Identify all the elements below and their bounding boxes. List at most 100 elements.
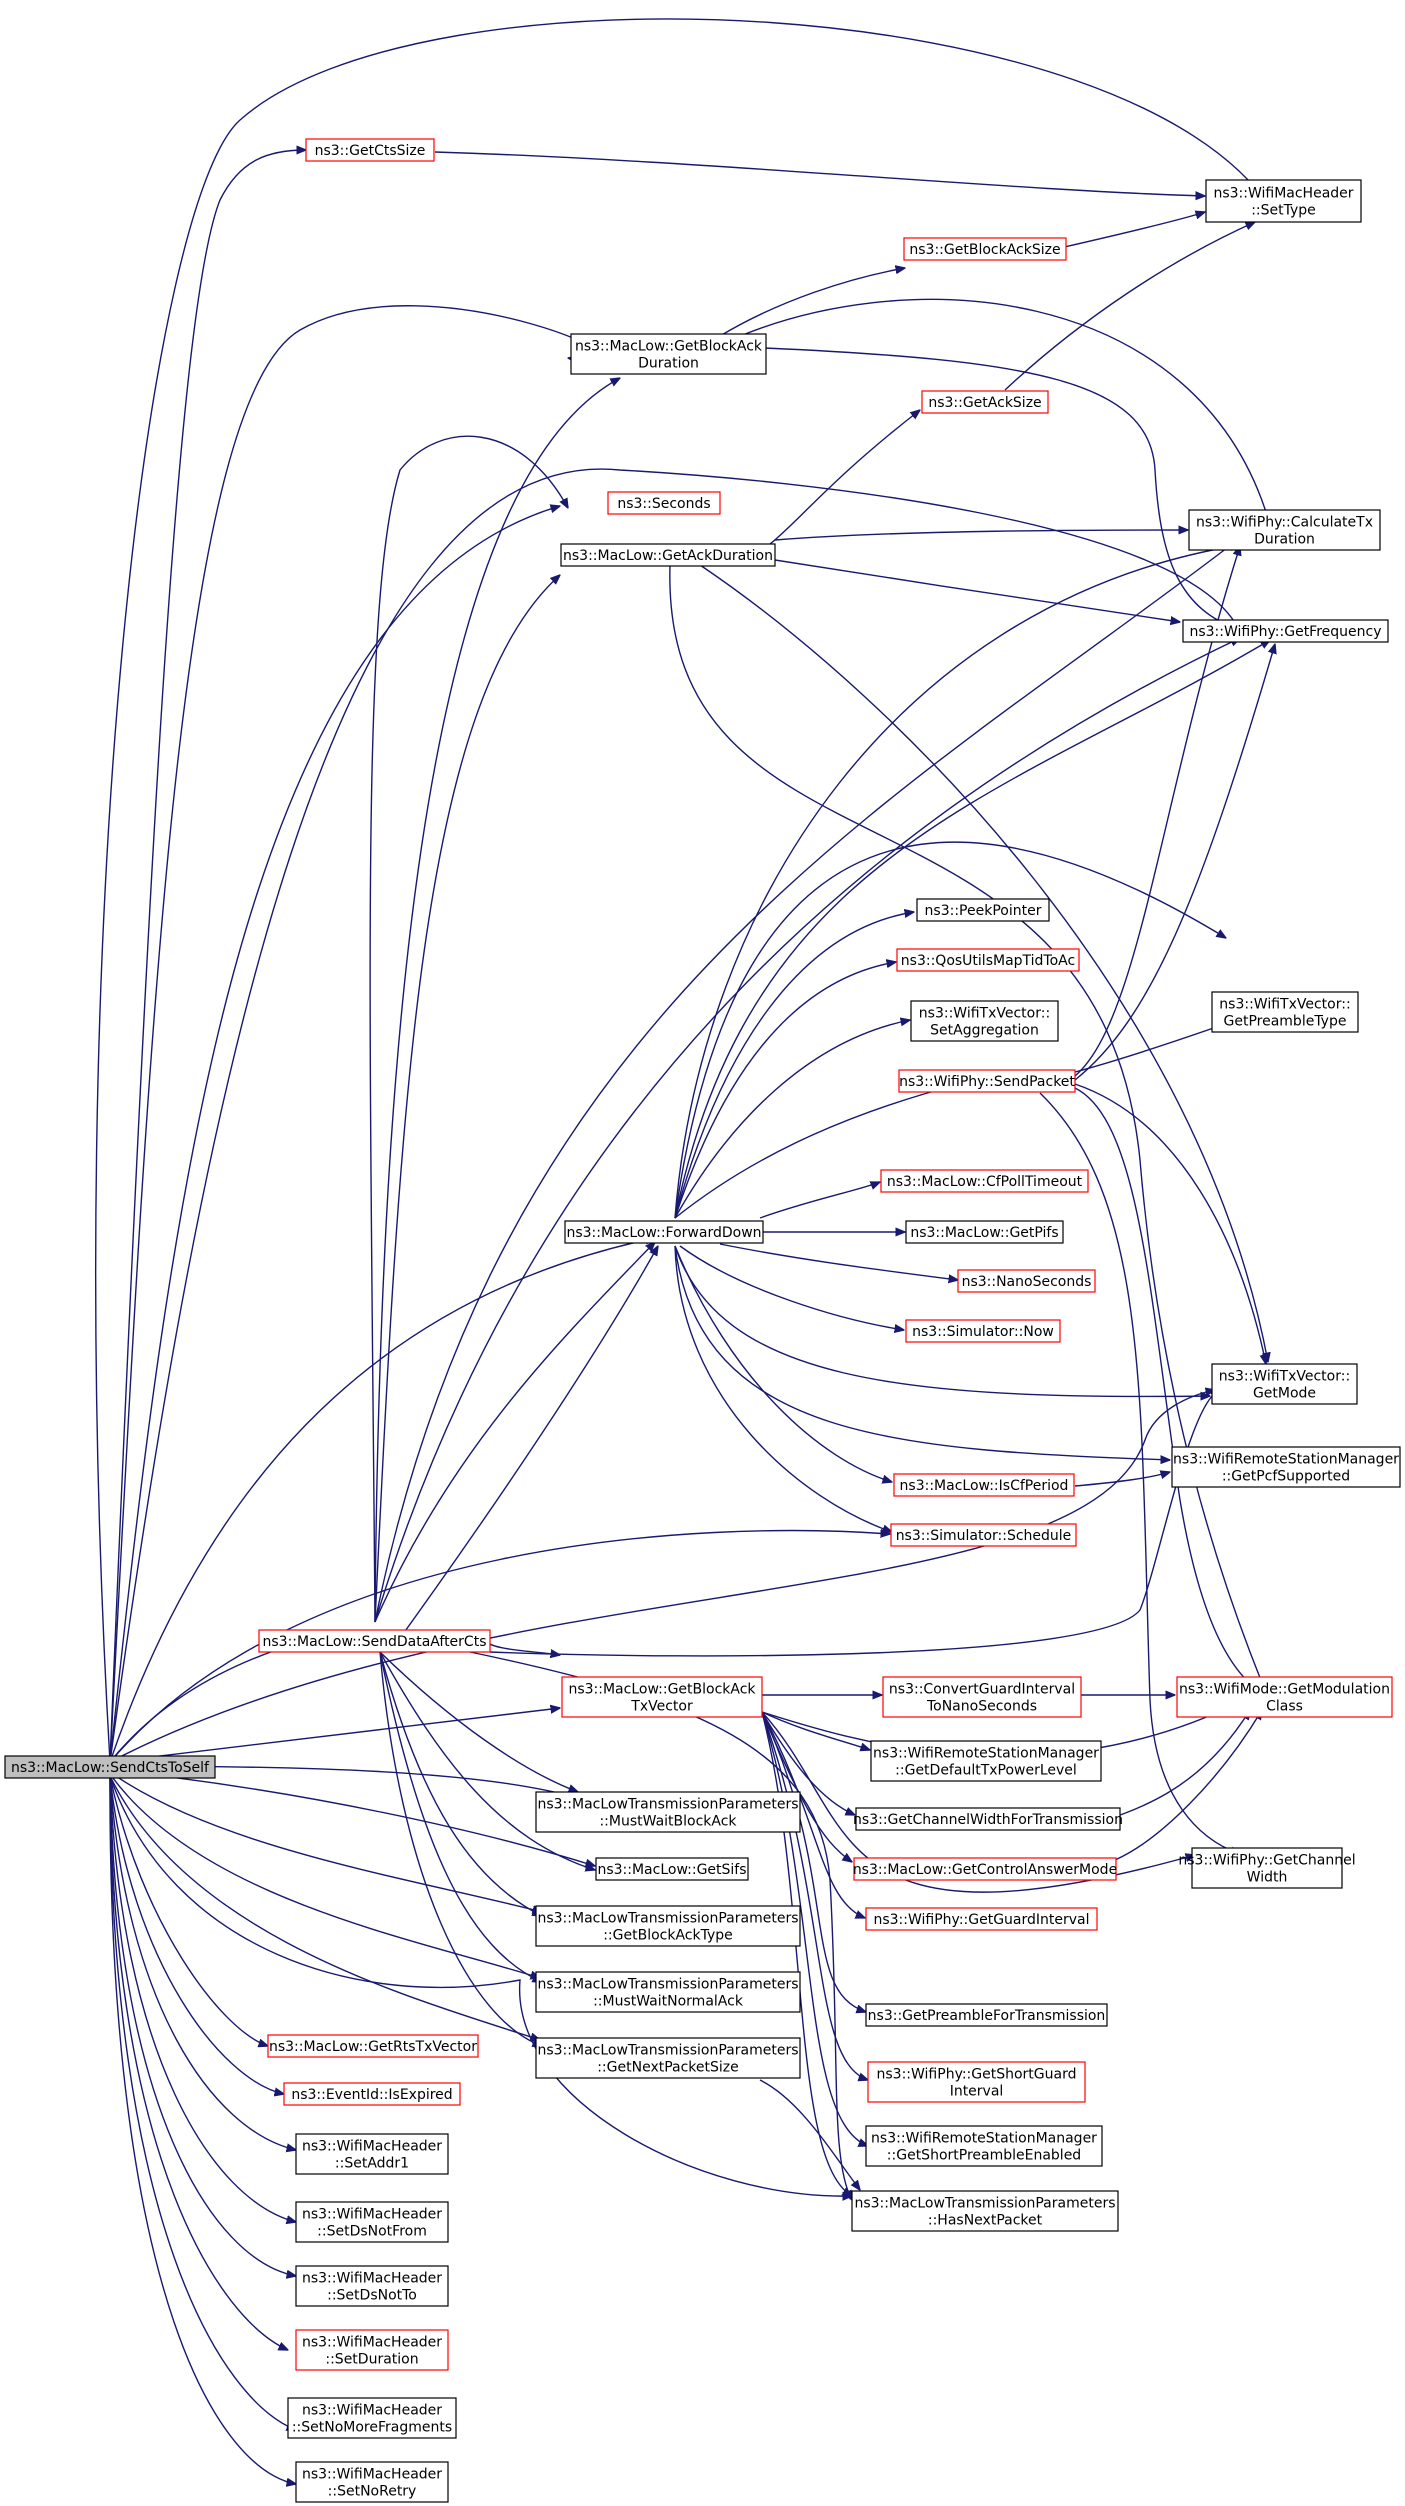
node-label: ::SetDuration <box>325 2352 418 2368</box>
edge <box>109 1775 296 2430</box>
node-set-aggregation[interactable]: ns3::WifiTxVector::SetAggregation <box>910 1000 1059 1042</box>
node-label: ns3::WifiMacHeader <box>302 2271 442 2287</box>
edge <box>374 1242 655 1623</box>
node-seconds[interactable]: ns3::Seconds <box>607 491 721 515</box>
node-label: ns3::NanoSeconds <box>962 1274 1092 1290</box>
node-must-wait-normal-ack[interactable]: ns3::MacLowTransmissionParameters::MustW… <box>535 1971 801 2013</box>
edge <box>109 1775 296 2222</box>
node-label: ::MustWaitBlockAck <box>599 1814 737 1830</box>
node-label: ns3::WifiTxVector:: <box>1219 997 1350 1013</box>
node-get-frequency[interactable]: ns3::WifiPhy::GetFrequency <box>1182 619 1389 643</box>
edge <box>1074 644 1275 1081</box>
node-label: ns3::PeekPointer <box>925 903 1042 919</box>
edge <box>109 1640 308 1763</box>
edge <box>774 559 1180 622</box>
node-label: ns3::GetChannelWidthForTransmission <box>853 1812 1123 1828</box>
node-get-channel-width[interactable]: ns3::WifiPhy::GetChannelWidth <box>1178 1847 1356 1889</box>
node-set-type[interactable]: ns3::WifiMacHeader::SetType <box>1205 179 1362 223</box>
node-get-guard-interval[interactable]: ns3::WifiPhy::GetGuardInterval <box>865 1907 1098 1931</box>
node-label: ns3::WifiRemoteStationManager <box>1173 1452 1399 1468</box>
node-set-addr1[interactable]: ns3::WifiMacHeader::SetAddr1 <box>295 2133 449 2175</box>
node-label: ns3::MacLow::CfPollTimeout <box>887 1174 1083 1190</box>
node-get-control-answer-mode[interactable]: ns3::MacLow::GetControlAnswerMode <box>853 1857 1117 1881</box>
node-label: ::SetType <box>1251 203 1316 219</box>
node-label: ns3::WifiTxVector:: <box>919 1006 1050 1022</box>
node-set-no-more-fragments[interactable]: ns3::WifiMacHeader::SetNoMoreFragments <box>287 2397 457 2439</box>
node-label: ns3::WifiMacHeader <box>1213 186 1353 202</box>
node-get-ack-duration[interactable]: ns3::MacLow::GetAckDuration <box>560 543 776 567</box>
edge <box>109 1775 268 2046</box>
node-get-preamble-for-transmission[interactable]: ns3::GetPreambleForTransmission <box>865 2003 1108 2027</box>
node-get-default-tx-power-level[interactable]: ns3::WifiRemoteStationManager::GetDefaul… <box>870 1740 1102 1782</box>
node-label: ToNanoSeconds <box>926 1699 1037 1715</box>
node-label: ns3::MacLowTransmissionParameters <box>537 1797 798 1813</box>
edge <box>769 410 920 545</box>
node-label: ns3::MacLowTransmissionParameters <box>537 1977 798 1993</box>
node-get-mode[interactable]: ns3::WifiTxVector::GetMode <box>1211 1363 1358 1405</box>
node-simulator-schedule[interactable]: ns3::Simulator::Schedule <box>890 1523 1077 1547</box>
node-qos-utils-map-tid-to-ac[interactable]: ns3::QosUtilsMapTidToAc <box>896 948 1080 972</box>
node-get-ack-size[interactable]: ns3::GetAckSize <box>921 390 1049 414</box>
edge <box>674 1245 892 1482</box>
node-cf-poll-timeout[interactable]: ns3::MacLow::CfPollTimeout <box>880 1169 1089 1193</box>
node-get-sifs[interactable]: ns3::MacLow::GetSifs <box>595 1857 749 1881</box>
node-get-preamble-type[interactable]: ns3::WifiTxVector::GetPreambleType <box>1211 991 1359 1033</box>
edge <box>379 1651 542 1916</box>
node-root-send-cts-to-self[interactable]: ns3::MacLow::SendCtsToSelf <box>4 1755 216 1779</box>
node-get-cts-size[interactable]: ns3::GetCtsSize <box>305 138 435 162</box>
node-has-next-packet[interactable]: ns3::MacLowTransmissionParameters::HasNe… <box>851 2190 1119 2232</box>
node-is-cf-period[interactable]: ns3::MacLow::IsCfPeriod <box>893 1473 1075 1497</box>
edge <box>109 1769 595 1866</box>
node-set-no-retry[interactable]: ns3::WifiMacHeader::SetNoRetry <box>295 2461 449 2503</box>
edge <box>1059 212 1205 249</box>
edge <box>719 268 905 337</box>
node-get-channel-width-for-transmission[interactable]: ns3::GetChannelWidthForTransmission <box>853 1807 1123 1831</box>
node-label: ::HasNextPacket <box>928 2213 1043 2229</box>
node-simulator-now[interactable]: ns3::Simulator::Now <box>905 1319 1061 1343</box>
node-get-pifs[interactable]: ns3::MacLow::GetPifs <box>905 1220 1064 1244</box>
node-nano-seconds[interactable]: ns3::NanoSeconds <box>957 1269 1096 1293</box>
node-label: ns3::GetCtsSize <box>315 143 426 159</box>
edge <box>109 1773 540 1978</box>
edges <box>94 18 1275 2484</box>
edge <box>109 1775 296 2276</box>
edge <box>109 1775 288 2350</box>
node-is-expired[interactable]: ns3::EventId::IsExpired <box>283 2082 461 2106</box>
node-label: ns3::MacLow::SendCtsToSelf <box>11 1760 210 1776</box>
edge <box>674 545 1240 1219</box>
edge <box>94 18 1272 1763</box>
edge <box>374 538 1240 1623</box>
node-get-next-packet-size[interactable]: ns3::MacLowTransmissionParameters::GetNe… <box>535 2037 801 2079</box>
edge <box>679 1245 904 1330</box>
node-set-ds-not-from[interactable]: ns3::WifiMacHeader::SetDsNotFrom <box>295 2201 449 2243</box>
edge <box>379 1651 542 2046</box>
node-get-pcf-supported[interactable]: ns3::WifiRemoteStationManager::GetPcfSup… <box>1171 1446 1401 1488</box>
node-forward-down[interactable]: ns3::MacLow::ForwardDown <box>564 1220 764 1244</box>
node-peek-pointer[interactable]: ns3::PeekPointer <box>916 898 1050 922</box>
edge <box>774 530 1188 541</box>
node-send-data-after-cts[interactable]: ns3::MacLow::SendDataAfterCts <box>258 1629 491 1653</box>
node-send-packet[interactable]: ns3::WifiPhy::SendPacket <box>898 1069 1076 1093</box>
node-get-block-ack-type[interactable]: ns3::MacLowTransmissionParameters::GetBl… <box>535 1905 801 1947</box>
node-set-duration[interactable]: ns3::WifiMacHeader::SetDuration <box>295 2329 449 2371</box>
node-label: SetAggregation <box>930 1023 1039 1039</box>
edge <box>1114 1710 1262 1861</box>
edge <box>674 1245 1210 1396</box>
node-must-wait-block-ack[interactable]: ns3::MacLowTransmissionParameters::MustW… <box>535 1791 801 1833</box>
node-get-block-ack-size[interactable]: ns3::GetBlockAckSize <box>903 237 1067 261</box>
node-label: ns3::WifiMacHeader <box>302 2207 442 2223</box>
edge <box>1074 546 1240 1077</box>
node-get-rts-tx-vector[interactable]: ns3::MacLow::GetRtsTxVector <box>267 2034 479 2058</box>
node-label: ns3::MacLowTransmissionParameters <box>854 2196 1115 2212</box>
node-get-short-preamble-enabled[interactable]: ns3::WifiRemoteStationManager::GetShortP… <box>865 2125 1103 2167</box>
node-set-ds-not-to[interactable]: ns3::WifiMacHeader::SetDsNotTo <box>295 2265 449 2307</box>
edge <box>374 575 560 1623</box>
edge <box>1004 222 1255 391</box>
node-label: ns3::WifiMacHeader <box>302 2335 442 2351</box>
